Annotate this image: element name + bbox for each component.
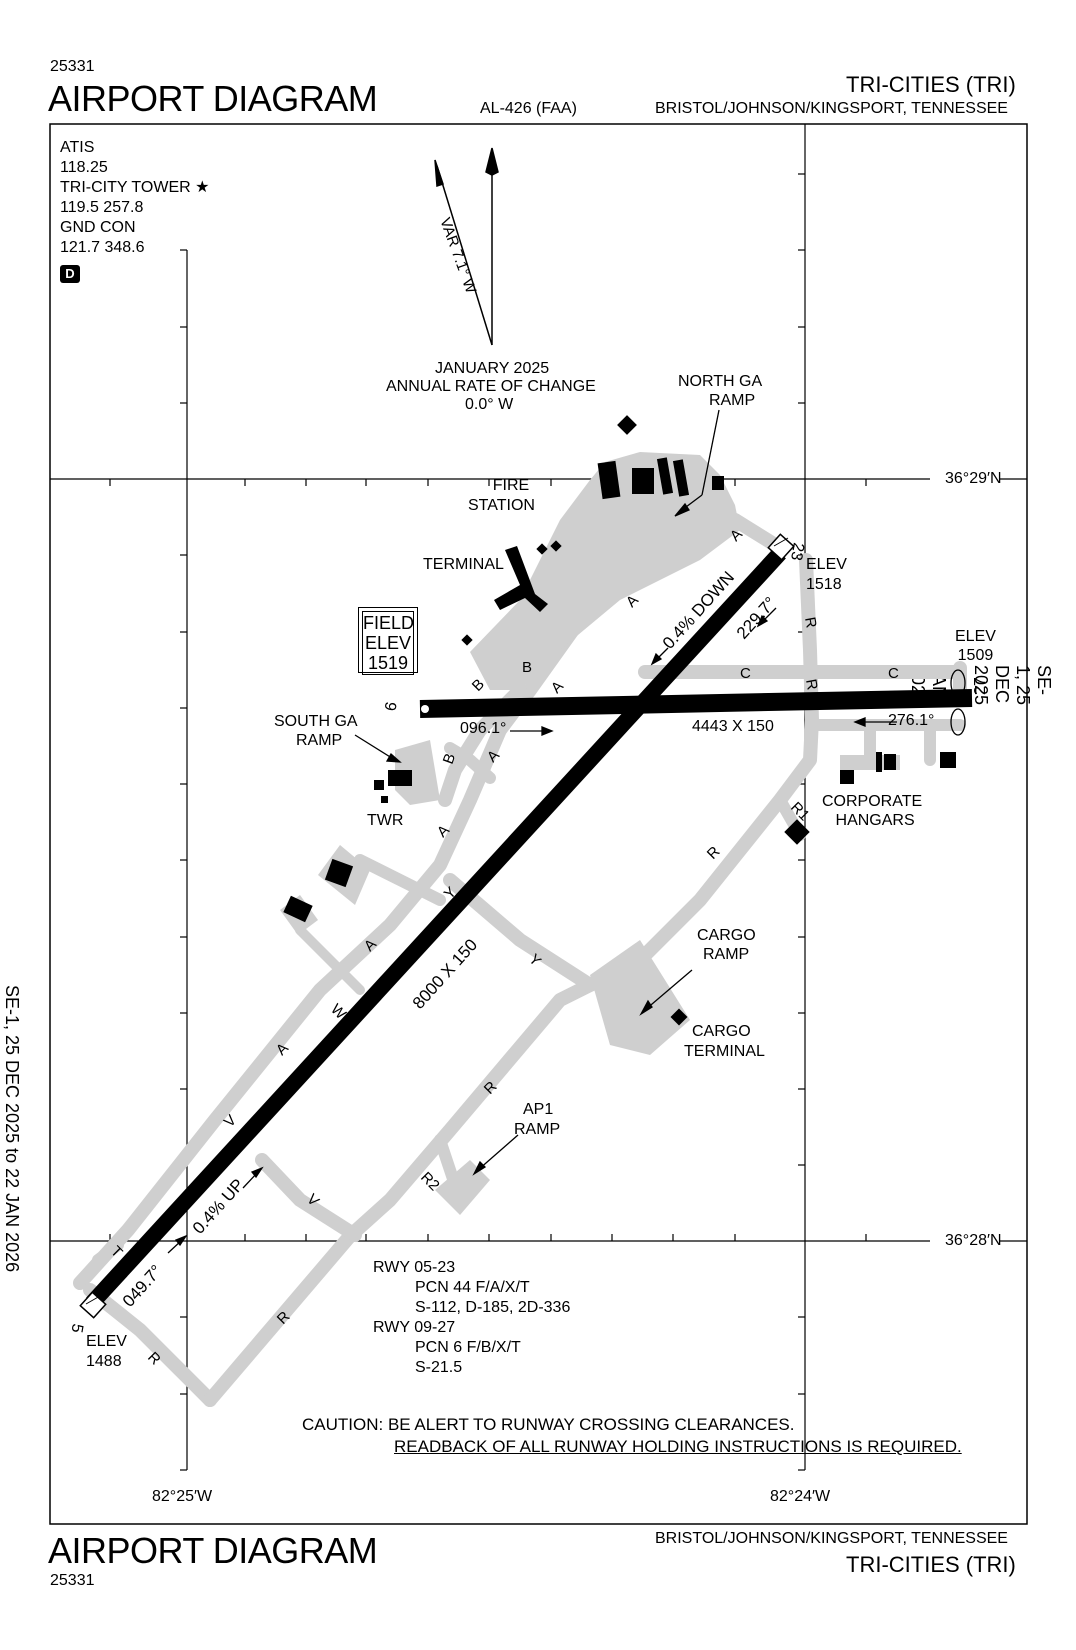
taxiway-label-y: Y: [525, 951, 544, 970]
rwy-end-9: 9: [380, 700, 398, 712]
taxiway-label-r: R: [802, 678, 821, 692]
field-elev-value: 1519: [367, 653, 409, 673]
star-icon: ★: [195, 179, 210, 196]
comms-block: ATIS 118.25 TRI-CITY TOWER ★ 119.5 257.8…: [60, 138, 209, 284]
magvar-date: JANUARY 2025: [435, 360, 550, 377]
building-north-ga-1: [597, 460, 621, 500]
terminal-building: [494, 546, 548, 612]
airport-name: TRI-CITIES (TRI): [846, 72, 1016, 97]
rwy-end-23: 23: [787, 541, 807, 562]
west-hangar-2: [283, 895, 313, 923]
r1-building: [784, 819, 810, 845]
tower-label: TRI-CITY TOWER: [60, 179, 191, 196]
building-north-small: [617, 415, 637, 435]
lat-north: 36°29′N: [945, 470, 1002, 487]
magvar-rate-label: ANNUAL RATE OF CHANGE: [386, 378, 596, 395]
taxiway-label-a: A: [548, 678, 567, 697]
terminal-label: TERMINAL: [423, 556, 504, 573]
ground-frequency: 121.7 348.6: [60, 239, 145, 256]
caution-note: CAUTION: BE ALERT TO RUNWAY CROSSING CLE…: [302, 1414, 962, 1458]
al-number: AL-426 (FAA): [480, 100, 577, 117]
atis-label: ATIS: [60, 139, 95, 156]
rwy1-weight: S-112, D-185, 2D-336: [415, 1299, 571, 1316]
north-arrow: [434, 147, 499, 346]
diagram-frame: [49, 123, 1028, 1525]
hdg-096: 096.1°: [460, 720, 507, 737]
taxiway-label-a: A: [623, 592, 642, 611]
lat-south: 36°28′N: [945, 1232, 1002, 1249]
taxiway-label-r: R: [704, 843, 724, 863]
rwy1-pcn: PCN 44 F/A/X/T: [415, 1279, 530, 1296]
taxiway-label-v: V: [221, 1112, 240, 1131]
twr-label: TWR: [367, 812, 404, 829]
taxiway-label-c: C: [740, 665, 751, 682]
runway-info: RWY 05-23 PCN 44 F/A/X/T S-112, D-185, 2…: [373, 1258, 570, 1378]
lon-east: 82°24′W: [770, 1488, 831, 1505]
building-north-ga-4: [672, 459, 690, 497]
fire-station-building: [536, 543, 548, 555]
buildings: [283, 415, 956, 1026]
rwy2-label: RWY 09-27: [373, 1319, 456, 1336]
airport-location: BRISTOL/JOHNSON/KINGSPORT, TENNESSEE: [655, 100, 1008, 117]
taxiway-label-r: R: [801, 616, 820, 630]
corporate-hangar-3: [940, 752, 956, 768]
rwy-end-5: 5: [67, 1322, 85, 1334]
rwy-end-27: 27: [972, 677, 989, 695]
d-badge-icon: D: [60, 265, 80, 283]
building-north-ga-3: [656, 457, 674, 495]
tower-frequency: 119.5 257.8: [60, 199, 144, 216]
ramps: [280, 452, 900, 1215]
footer-airport-name: TRI-CITIES (TRI): [846, 1552, 1016, 1577]
runway-05-23: [79, 533, 795, 1319]
taxiway-label-c: C: [888, 665, 899, 682]
caution-line2: READBACK OF ALL RUNWAY HOLDING INSTRUCTI…: [394, 1437, 962, 1456]
rwy2-weight: S-21.5: [415, 1359, 463, 1376]
runway-09-27: [419, 669, 973, 736]
building-north-ga-5: [712, 476, 724, 490]
twr-building: [374, 780, 384, 790]
rwy-09-27-dims: 4443 X 150: [692, 718, 774, 735]
footer-location: BRISTOL/JOHNSON/KINGSPORT, TENNESSEE: [655, 1530, 1008, 1547]
lat-lon-grid: [50, 124, 1027, 1471]
west-hangar-1: [324, 858, 354, 888]
leader-arrows: [167, 409, 897, 1254]
south-ga-hangar: [388, 770, 412, 786]
field-elev-line1: FIELD: [363, 613, 415, 633]
caution-line1: CAUTION: BE ALERT TO RUNWAY CROSSING CLE…: [302, 1415, 795, 1434]
var-label: VAR 7.1° W: [436, 216, 479, 297]
field-elev-line2: ELEV: [364, 633, 412, 653]
hdg-276: 276.1°: [888, 712, 935, 729]
page-title: AIRPORT DIAGRAM: [48, 78, 378, 119]
atis-frequency: 118.25: [60, 159, 108, 176]
footer-doc-number: 25331: [50, 1572, 95, 1589]
lon-west: 82°25′W: [152, 1488, 213, 1505]
building-north-ga-2: [632, 468, 654, 494]
corporate-hangar-1: [840, 770, 854, 784]
cargo-terminal-building: [670, 1008, 688, 1026]
field-elevation-box: FIELD ELEV 1519: [358, 607, 418, 675]
doc-number-top: 25331: [50, 58, 95, 75]
taxiway-label-b: B: [522, 659, 532, 676]
ground-label: GND CON: [60, 219, 136, 236]
magvar-rate-value: 0.0° W: [465, 396, 514, 413]
footer-title: AIRPORT DIAGRAM: [48, 1530, 378, 1571]
rwy1-label: RWY 05-23: [373, 1259, 456, 1276]
rwy2-pcn: PCN 6 F/B/X/T: [415, 1339, 521, 1356]
